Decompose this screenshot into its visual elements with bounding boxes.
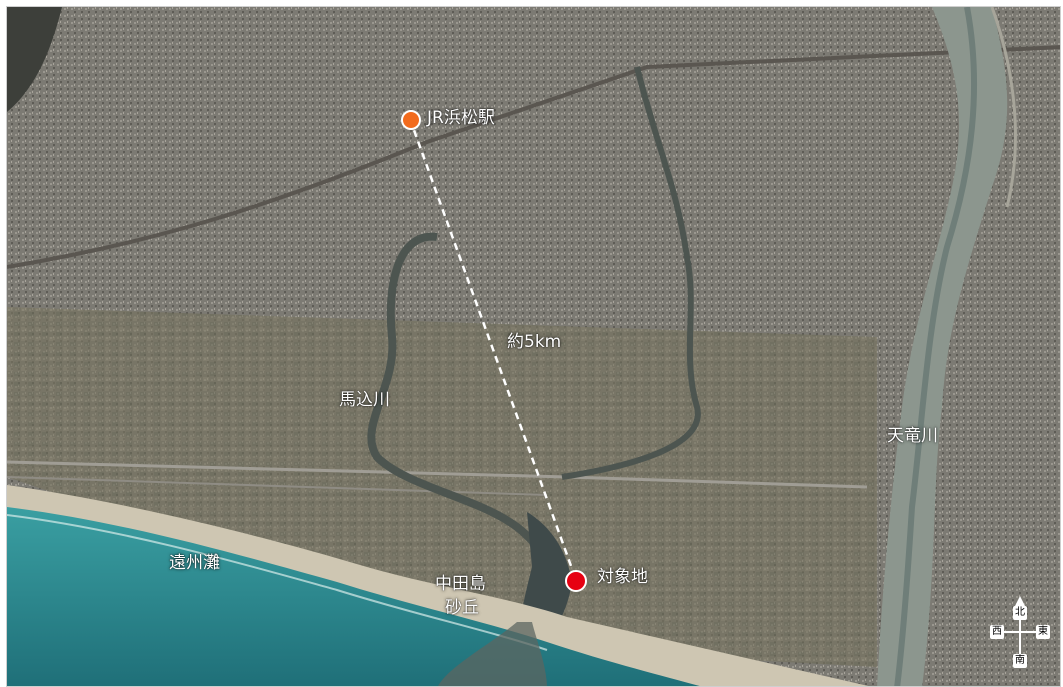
railway [7, 45, 1060, 269]
dune-label-line2: 砂丘 [445, 598, 479, 618]
farmland [7, 307, 877, 667]
lake [7, 7, 62, 112]
sea-label: 遠州灘 [169, 553, 220, 573]
coastal-road-2 [7, 476, 548, 496]
compass-south: 南 [1013, 654, 1027, 668]
sediment-plume [438, 622, 547, 686]
satellite-map [7, 7, 1060, 686]
river-tenryu-label: 天竜川 [887, 426, 938, 446]
distance-line [408, 118, 577, 578]
tenryu-bank [990, 7, 1017, 208]
station-label: JR浜松駅 [427, 108, 495, 128]
dune-label-line1: 中田島 [435, 574, 486, 594]
tenryu-channel [894, 7, 978, 686]
compass-east: 東 [1036, 625, 1050, 639]
compass-icon: 北 南 西 東 [990, 592, 1050, 672]
distance-label: 約5km [507, 332, 562, 352]
compass-west: 西 [990, 625, 1004, 639]
station-marker-icon [401, 110, 421, 130]
surf [7, 514, 548, 651]
map-frame: JR浜松駅 対象地 約5km 馬込川 天竜川 遠州灘 中田島 砂丘 北 南 西 … [6, 6, 1061, 687]
east-river [561, 66, 701, 480]
river-mago-label: 馬込川 [339, 390, 390, 410]
magome-river [367, 232, 570, 585]
target-label: 対象地 [597, 567, 648, 587]
compass-north: 北 [1013, 606, 1027, 620]
target-marker-icon [565, 570, 587, 592]
